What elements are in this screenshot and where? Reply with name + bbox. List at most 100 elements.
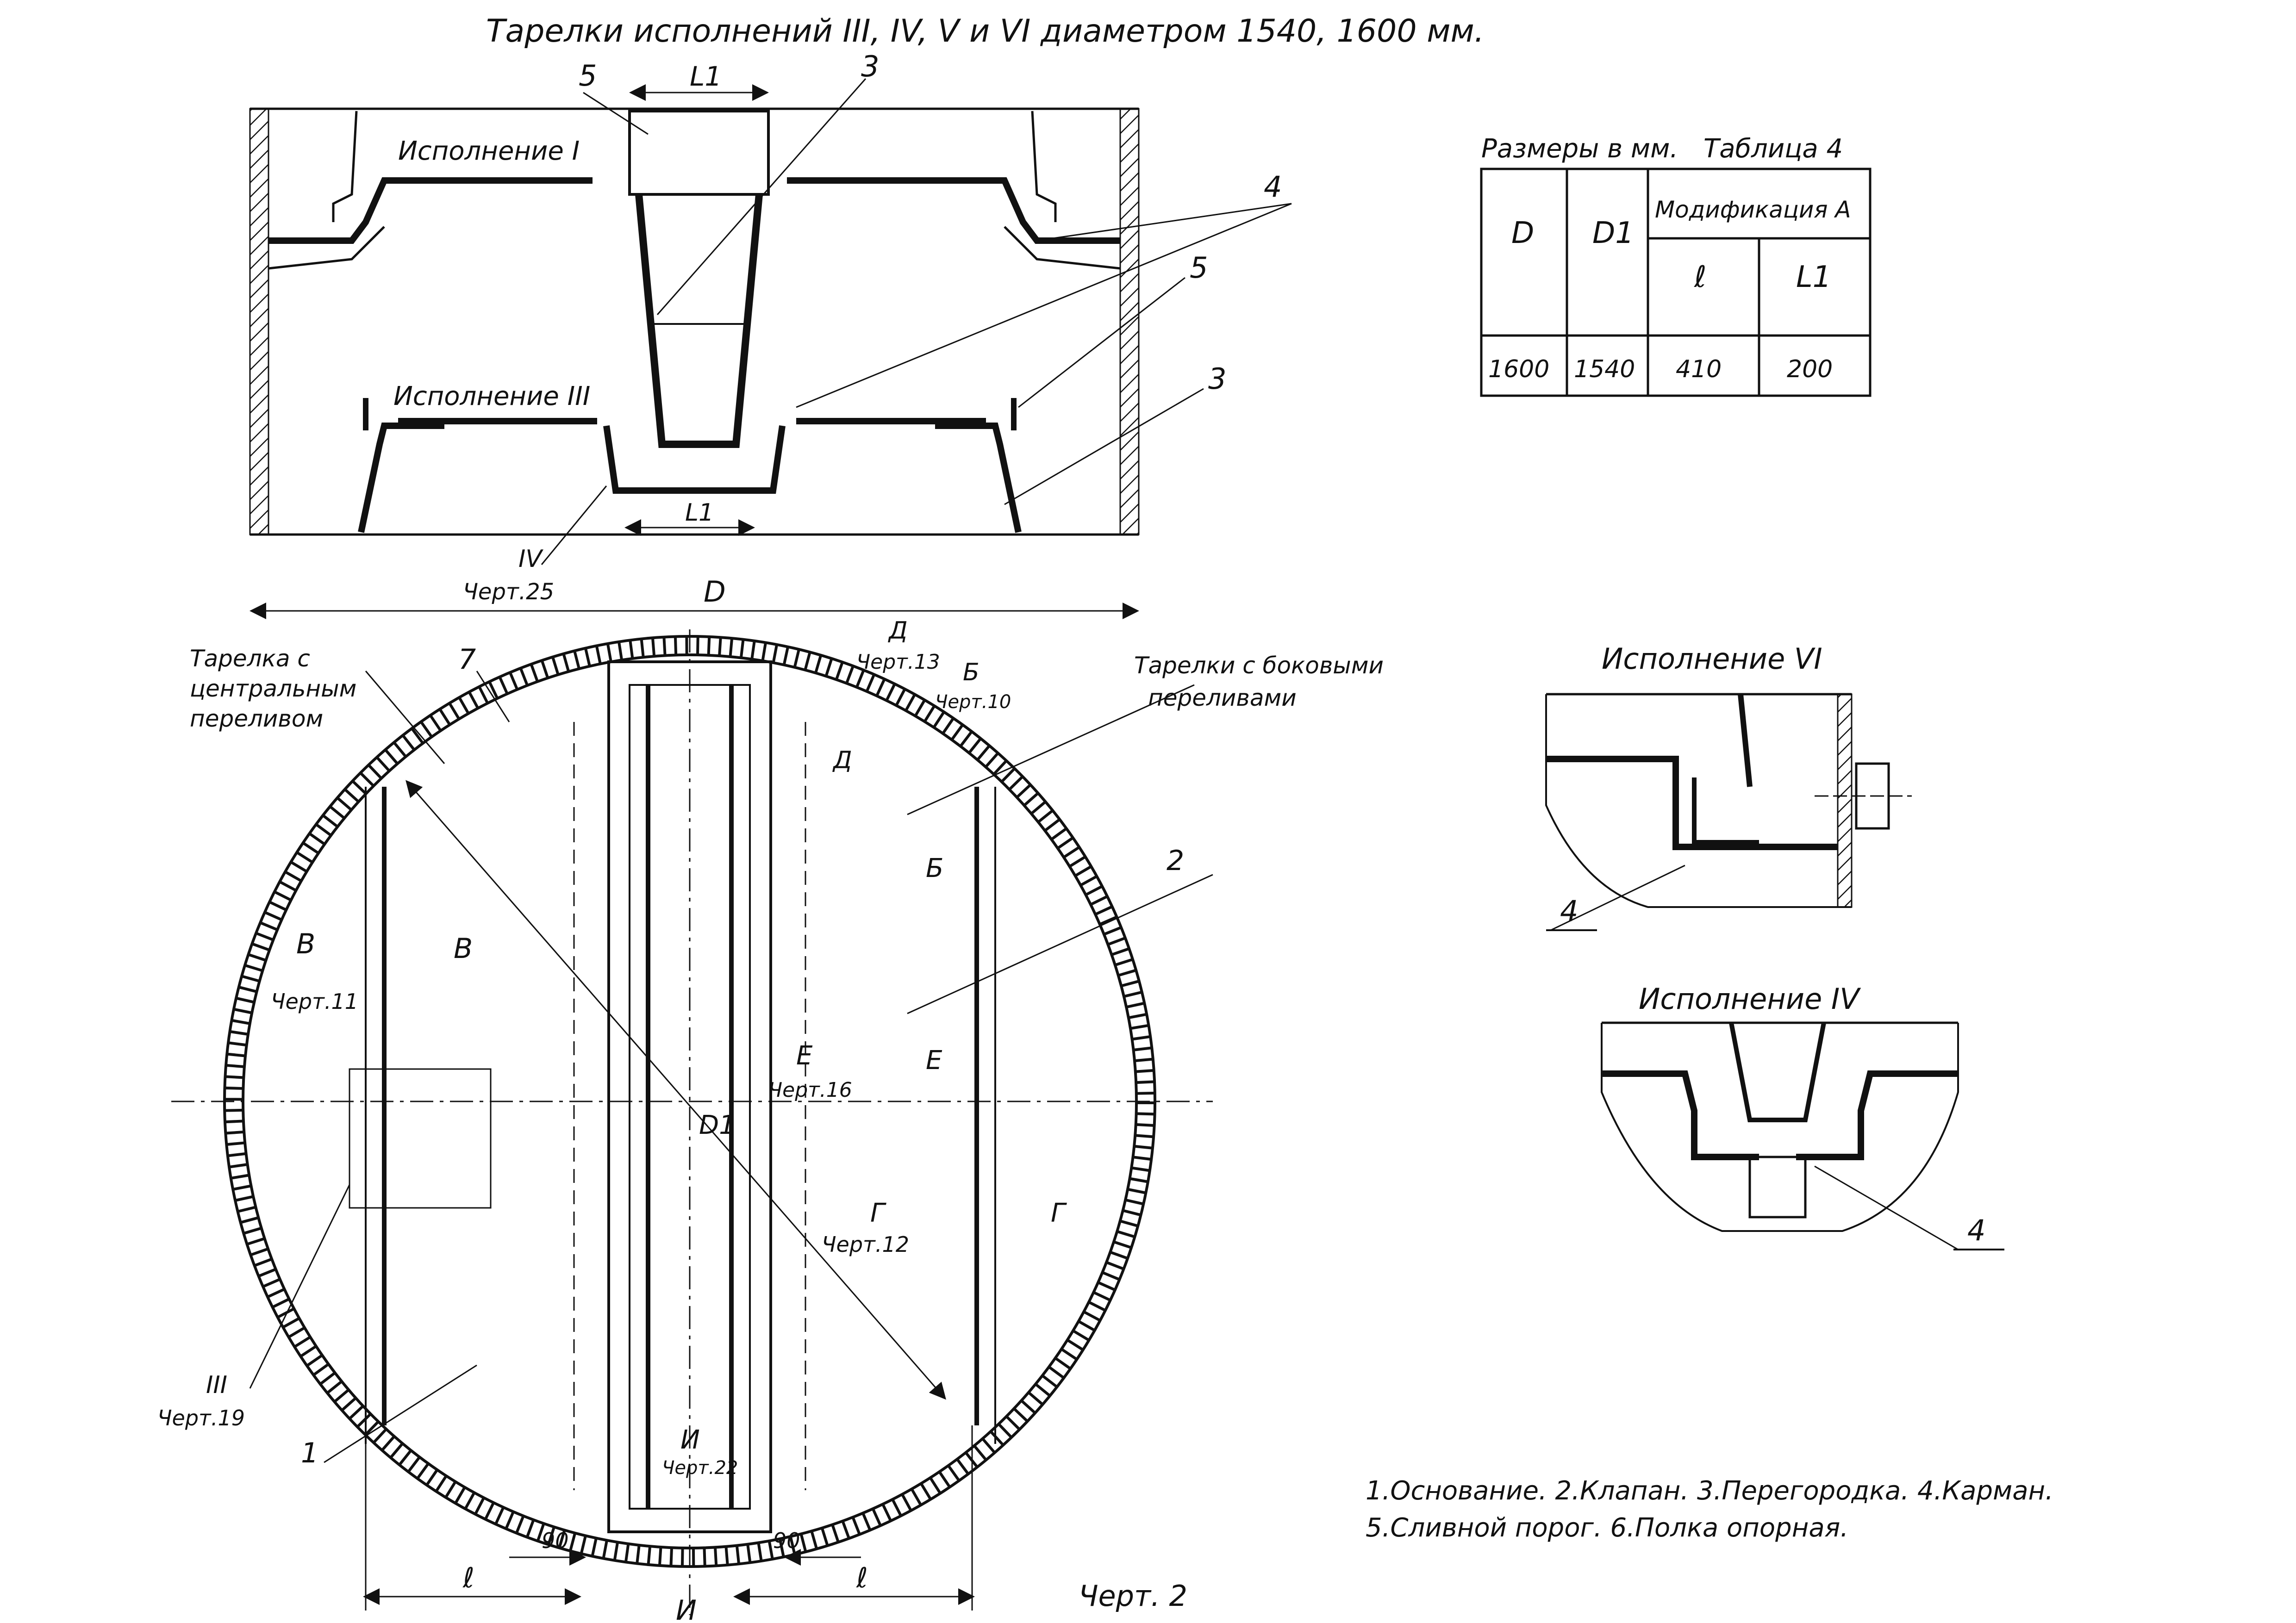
leader-3-top	[656, 78, 867, 315]
callout-4: 4	[1264, 170, 1282, 204]
leader-side-label	[907, 684, 1195, 815]
callout-3-bottom: 3	[1208, 362, 1226, 396]
section-b-sheet: Черт.10	[935, 691, 1011, 713]
leader-5-bottom	[1018, 277, 1185, 408]
downcomer-box	[628, 110, 770, 196]
section-g-sheet: Черт.12	[822, 1232, 909, 1257]
section-v-left: В	[296, 928, 315, 960]
leader-detail-iv	[541, 485, 607, 565]
detail-ref-iii-sheet: Черт.19	[157, 1405, 245, 1430]
table-cell-d1: 1540	[1574, 355, 1635, 383]
detail-vi-pocket	[1692, 777, 1759, 845]
detail-vi-break-outline	[1545, 694, 1852, 908]
shell-wall-left	[249, 108, 269, 535]
variant-top-label: Исполнение I	[398, 136, 580, 166]
callout-3-top: 3	[861, 50, 879, 83]
detail-iv-tray-right	[1796, 1070, 1958, 1160]
sheet-label: Черт. 2	[1079, 1579, 1187, 1613]
label-central-line-2: центральным	[190, 675, 356, 702]
table-caption: Размеры в мм.	[1481, 134, 1678, 164]
upper-tray-right	[787, 177, 1120, 244]
section-b-end: Б	[926, 853, 943, 883]
dim-l1-top: L1	[690, 61, 722, 92]
section-b-label: Б	[963, 659, 980, 686]
table-header-l1: L1	[1796, 260, 1831, 294]
callout-1: 1	[301, 1437, 318, 1469]
dim-d1-label: D1	[699, 1110, 736, 1140]
section-i-sheet: Черт.22	[662, 1457, 738, 1479]
legend-line-2: 5.Сливной порог. 6.Полка опорная.	[1366, 1513, 1848, 1543]
dim-l1-bottom: L1	[685, 499, 714, 527]
callout-5-bottom: 5	[1190, 251, 1208, 285]
dim-l-left: ℓ	[462, 1562, 474, 1594]
detail-iv-tray-left	[1602, 1070, 1759, 1160]
table-cell-d: 1600	[1488, 355, 1549, 383]
detail-iv: Исполнение IV 4	[1601, 982, 2004, 1250]
dimension-table: Размеры в мм. Таблица 4 D D1 Модификация…	[1480, 134, 1872, 397]
detail-iv-spigot	[1748, 1156, 1807, 1219]
leader-4-b	[796, 203, 1292, 408]
label-central-line-1: Тарелка с	[190, 645, 310, 672]
section-e-right: Е	[926, 1045, 942, 1076]
upper-tray-left	[268, 177, 593, 244]
dim-90-left: 90	[542, 1528, 569, 1553]
table-header-group: Модификация А	[1655, 196, 1851, 223]
detail-vi-baffle	[1738, 694, 1753, 787]
label-side-line-2: переливами	[1148, 684, 1297, 711]
detail-vi: Исполнение VI 4	[1545, 642, 1912, 931]
label-central-line-3: переливом	[190, 705, 323, 732]
callout-5-top: 5	[579, 59, 597, 93]
detail-vi-tray	[1546, 756, 1838, 850]
section-d-label: Д	[888, 617, 908, 645]
variant-bottom-label: Исполнение III	[393, 381, 590, 411]
section-i-label: И	[680, 1425, 700, 1455]
leader-detail-iii	[249, 1184, 350, 1389]
section-e-left: Е	[796, 1041, 813, 1071]
dim-l-right: ℓ	[856, 1562, 868, 1594]
detail-vi-leader	[1550, 864, 1685, 931]
callout-7: 7	[458, 643, 476, 676]
table-header-d1: D1	[1592, 216, 1634, 250]
upper-weir-right	[1031, 111, 1057, 222]
detail-vi-title: Исполнение VI	[1602, 642, 1822, 676]
leader-2	[907, 874, 1213, 1014]
leader-5-top	[583, 92, 649, 135]
detail-iv-leader	[1814, 1165, 1959, 1250]
legend-line-1: 1.Основание. 2.Клапан. 3.Перегородка. 4.…	[1366, 1476, 2053, 1506]
detail-iv-title: Исполнение IV	[1639, 982, 1861, 1016]
table-header-d: D	[1511, 216, 1534, 250]
section-v-sheet: Черт.11	[271, 989, 358, 1014]
callout-2: 2	[1167, 845, 1184, 877]
table-name: Таблица 4	[1703, 134, 1843, 164]
section-e-sheet: Черт.16	[768, 1078, 852, 1102]
section-d-sheet: Черт.13	[856, 650, 940, 674]
label-side-line-1: Тарелки с боковыми	[1134, 652, 1384, 679]
valve-panel-outline	[349, 1068, 492, 1209]
lower-tray-right	[935, 423, 1022, 533]
lower-tray-left	[358, 423, 444, 533]
detail-ref-iv: IV	[518, 545, 543, 573]
sheet-title: Тарелки исполнений III, IV, V и VI диаме…	[486, 13, 1484, 50]
section-g-left: Г	[870, 1198, 886, 1228]
detail-iv-break-outline	[1601, 1023, 1959, 1232]
detail-iv-callout: 4	[1967, 1213, 1985, 1247]
table-frame	[1480, 168, 1872, 397]
leader-7	[476, 671, 510, 722]
table-header-l: ℓ	[1694, 260, 1706, 294]
section-i-end: И	[676, 1594, 697, 1623]
dim-d1-line	[406, 780, 946, 1400]
section-v-right: В	[454, 933, 473, 965]
lower-pocket	[603, 425, 786, 494]
leader-4-a	[1036, 203, 1292, 242]
table-cell-l1: 200	[1787, 355, 1833, 383]
detail-ref-iii: III	[206, 1371, 227, 1399]
upper-tray-underside-left	[268, 226, 385, 270]
downcomer-cone	[635, 194, 763, 448]
upper-weir-left	[332, 111, 358, 222]
leader-1	[324, 1364, 477, 1463]
upper-tray-underside-right	[1004, 226, 1121, 270]
table-cell-l: 410	[1676, 355, 1722, 383]
section-d-end: Д	[832, 746, 852, 774]
